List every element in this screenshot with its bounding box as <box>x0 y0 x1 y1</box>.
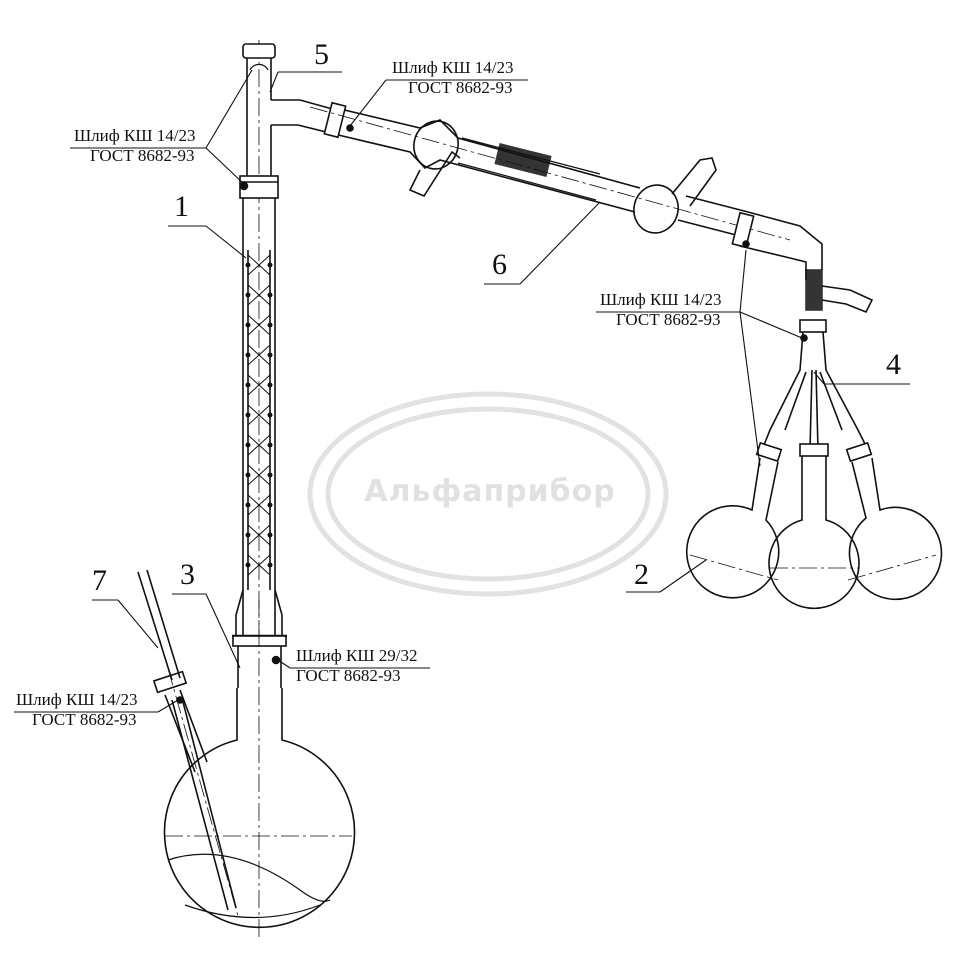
joint-size: Шлиф КШ 14/23 <box>74 126 196 145</box>
callout-6: 6 <box>492 248 507 281</box>
distribution-spider <box>761 319 869 451</box>
receiver-right <box>845 441 943 601</box>
joint-label-column-top: Шлиф КШ 14/23 ГОСТ 8682-93 <box>74 126 195 166</box>
watermark-oval <box>307 391 669 597</box>
joint-size: Шлиф КШ 14/23 <box>16 690 138 709</box>
joint-standard: ГОСТ 8682-93 <box>32 710 137 729</box>
condenser <box>309 101 791 241</box>
joint-standard: ГОСТ 8682-93 <box>616 310 721 329</box>
joint-size: Шлиф КШ 29/32 <box>296 646 418 665</box>
receiver-middle <box>768 443 860 610</box>
joint-standard: ГОСТ 8682-93 <box>408 78 513 97</box>
joint-size: Шлиф КШ 14/23 <box>600 290 722 309</box>
callout-1: 1 <box>174 190 189 223</box>
callout-7: 7 <box>92 564 107 597</box>
callout-2: 2 <box>634 558 649 591</box>
receiver-flasks <box>685 441 943 610</box>
vacuum-adapter <box>731 211 874 314</box>
joint-standard: ГОСТ 8682-93 <box>90 146 195 165</box>
watermark-text: Альфаприбор <box>364 474 616 509</box>
joint-label-flask-neck: Шлиф КШ 29/32 ГОСТ 8682-93 <box>296 646 417 686</box>
joint-label-top: Шлиф КШ 14/23 ГОСТ 8682-93 <box>392 58 513 98</box>
packed-column <box>235 40 283 640</box>
column-packing <box>247 254 271 576</box>
callout-3: 3 <box>180 558 195 591</box>
joint-size: Шлиф КШ 14/23 <box>392 58 514 77</box>
receiver-left <box>685 441 783 599</box>
joint-label-adapter: Шлиф КШ 14/23 ГОСТ 8682-93 <box>600 290 721 330</box>
side-neck-with-tube <box>137 569 239 917</box>
round-bottom-flask <box>163 600 356 938</box>
leader-lines <box>14 69 910 713</box>
joint-label-side-neck: Шлиф КШ 14/23 ГОСТ 8682-93 <box>16 690 137 730</box>
callout-4: 4 <box>886 348 901 381</box>
callout-5: 5 <box>314 38 329 71</box>
joint-standard: ГОСТ 8682-93 <box>296 666 401 685</box>
